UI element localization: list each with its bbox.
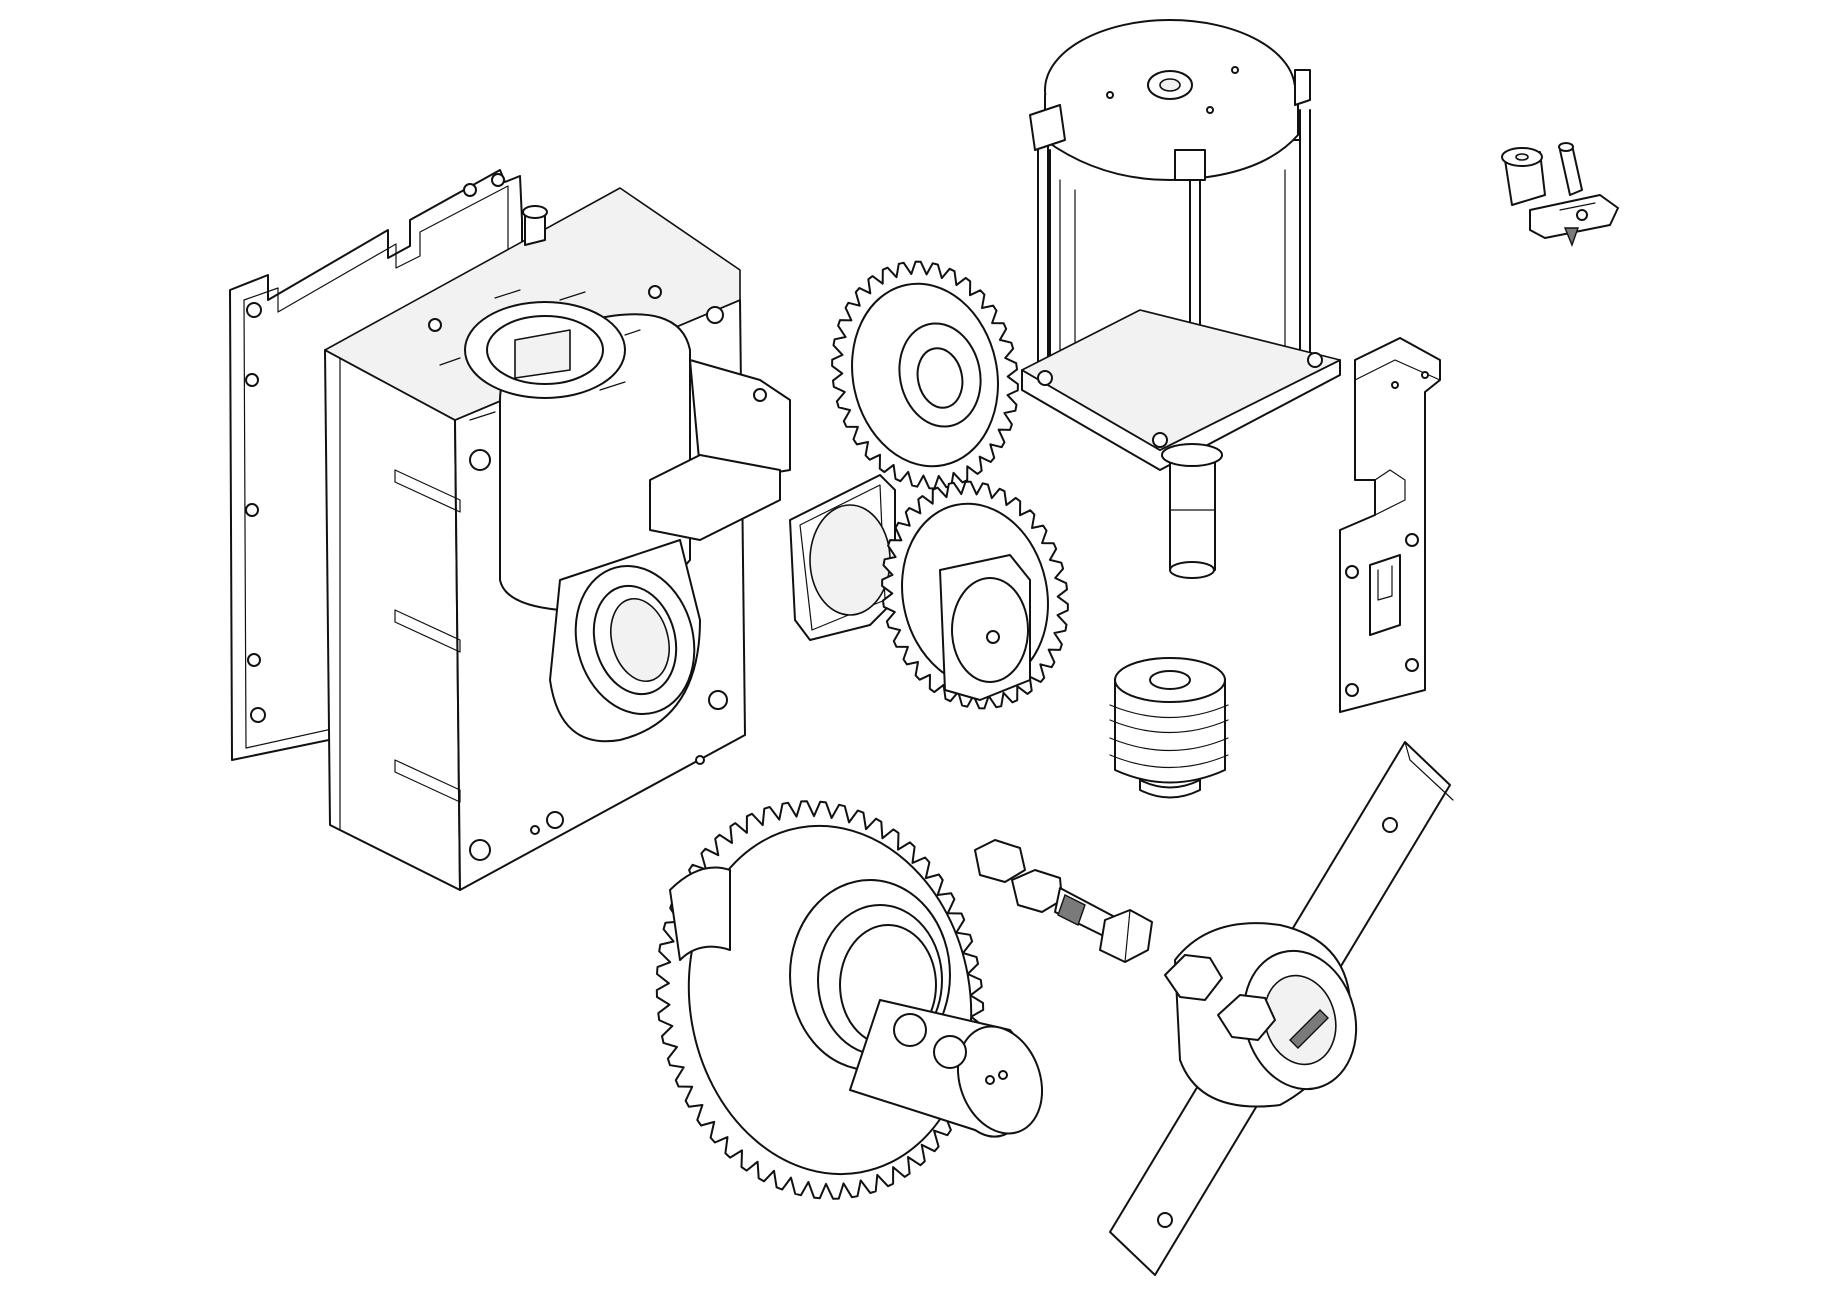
mounting-bracket bbox=[1339, 337, 1441, 713]
arm-clamp bbox=[1109, 741, 1454, 1276]
release-knob bbox=[1501, 142, 1619, 247]
upper-spur-gear bbox=[831, 260, 1019, 490]
hex-bolt bbox=[974, 839, 1153, 963]
electric-motor bbox=[1021, 19, 1341, 579]
output-gear bbox=[655, 800, 1044, 1200]
double-gear bbox=[789, 474, 1069, 710]
gearbox-housing bbox=[324, 187, 791, 891]
worm-screw bbox=[1109, 657, 1229, 799]
